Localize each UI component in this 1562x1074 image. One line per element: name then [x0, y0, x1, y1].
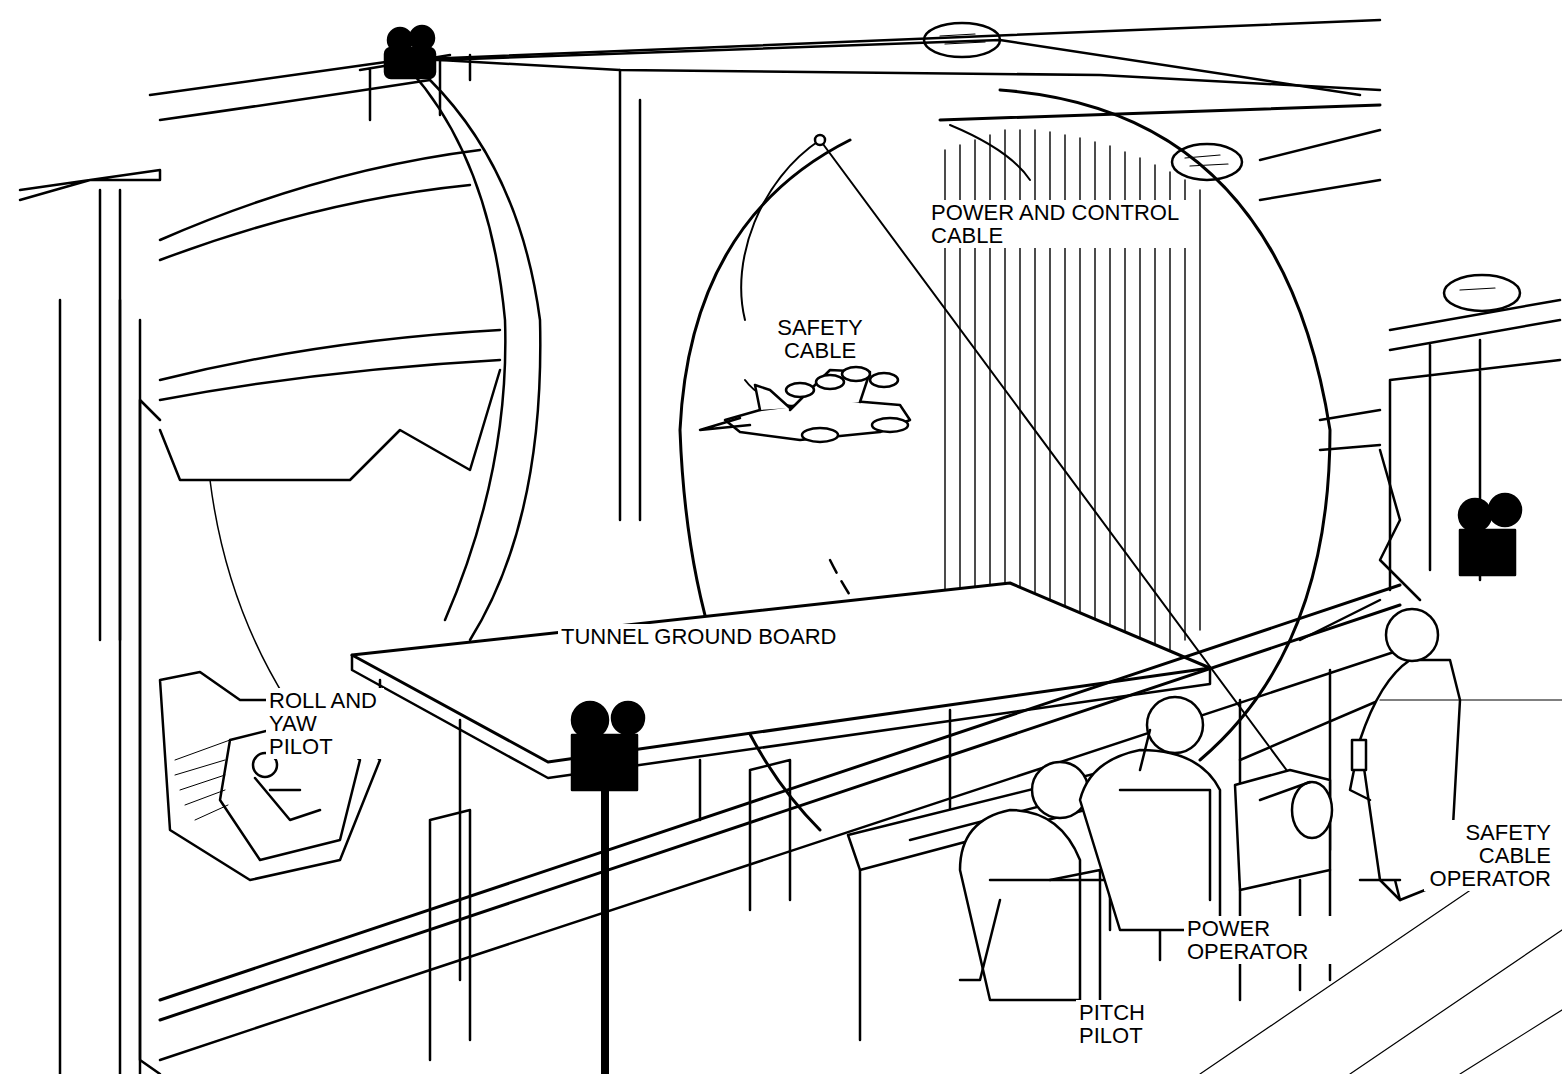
part-label: TUNNEL GROUND BOARD — [558, 624, 839, 649]
part-label: SAFETY CABLE OPERATOR — [1424, 820, 1554, 891]
part-label: SAFETY CABLE — [752, 315, 888, 363]
part-label: ROLL AND YAW PILOT — [266, 688, 384, 759]
part-label: POWER OPERATOR — [1184, 916, 1340, 964]
part-label: PITCH PILOT — [1076, 1000, 1168, 1048]
part-label: POWER AND CONTROL CABLE — [928, 200, 1196, 248]
